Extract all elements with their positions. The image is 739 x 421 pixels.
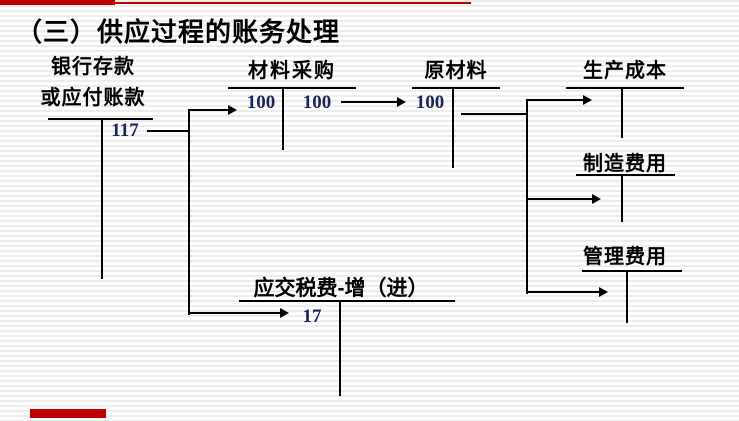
bottom-accent-bar bbox=[30, 409, 106, 418]
account-label-vat-input: 应交税费-增（进） bbox=[253, 277, 429, 300]
account-label-bank: 银行存款 或应付账款 bbox=[28, 52, 158, 114]
connector-raw-material-out bbox=[461, 113, 527, 115]
t-top-vat-input bbox=[239, 300, 455, 302]
amount-bank-credit: 117 bbox=[111, 120, 139, 141]
arrow-bank-to-vat bbox=[189, 308, 289, 318]
arrow-raw-to-production-cost bbox=[527, 95, 592, 105]
t-stem-raw-material bbox=[452, 87, 454, 168]
account-label-raw-material: 原材料 bbox=[424, 60, 488, 82]
t-top-material-purchase bbox=[228, 87, 356, 89]
t-stem-admin-expense bbox=[626, 270, 628, 323]
t-top-manufacturing-overhead bbox=[576, 174, 675, 176]
arrow-bank-to-purchase bbox=[189, 105, 237, 115]
connector-117-line bbox=[147, 130, 189, 132]
t-top-bank bbox=[48, 118, 153, 120]
top-accent-line bbox=[0, 2, 471, 4]
t-stem-material-purchase bbox=[282, 87, 284, 150]
t-top-admin-expense bbox=[582, 270, 682, 272]
amount-purchase-debit: 100 bbox=[246, 92, 276, 113]
t-stem-bank bbox=[101, 118, 103, 279]
top-accent-bar bbox=[0, 0, 115, 5]
account-label-production-cost: 生产成本 bbox=[583, 60, 667, 82]
account-label-material-purchase: 材料采购 bbox=[248, 60, 336, 82]
arrow-purchase-to-raw-material bbox=[341, 97, 406, 107]
amount-raw-material-debit: 100 bbox=[415, 92, 445, 113]
account-label-bank-line2: 或应付账款 bbox=[40, 87, 146, 109]
t-stem-manufacturing-overhead bbox=[621, 174, 623, 222]
account-label-admin-expense: 管理费用 bbox=[583, 246, 667, 268]
account-label-bank-line1: 银行存款 bbox=[51, 56, 135, 78]
connector-bus-left bbox=[188, 109, 190, 315]
amount-vat-debit: 17 bbox=[302, 306, 322, 327]
t-top-production-cost bbox=[566, 87, 684, 89]
arrow-raw-to-admin-expense bbox=[527, 287, 608, 297]
t-stem-vat-input bbox=[339, 300, 341, 396]
amount-purchase-credit: 100 bbox=[302, 92, 332, 113]
account-label-manufacturing-overhead: 制造费用 bbox=[583, 153, 667, 175]
connector-bus-right bbox=[526, 99, 528, 294]
t-stem-production-cost bbox=[621, 87, 623, 138]
arrow-raw-to-manufacturing-overhead bbox=[527, 194, 601, 204]
slide-title: （三）供应过程的账务处理 bbox=[16, 17, 341, 47]
t-top-raw-material bbox=[412, 87, 500, 89]
